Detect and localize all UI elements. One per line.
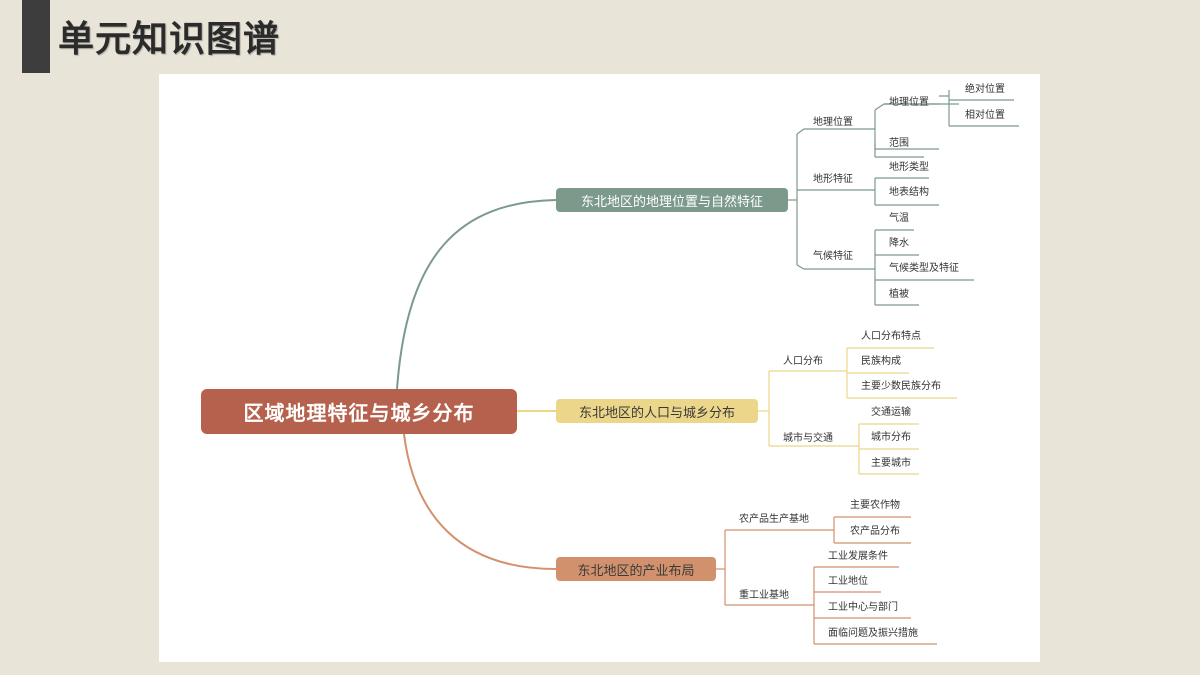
item-industry-conditions[interactable]: 工业发展条件 — [828, 551, 888, 562]
mindmap-connectors — [396, 90, 1019, 645]
item-climate-type[interactable]: 气候类型及特征 — [889, 263, 959, 274]
branch-population[interactable]: 东北地区的人口与城乡分布 — [556, 399, 758, 423]
item-surface-structure[interactable]: 地表结构 — [889, 187, 929, 198]
sub-absolute-location[interactable]: 绝对位置 — [965, 84, 1005, 95]
item-transportation[interactable]: 交通运输 — [871, 407, 911, 418]
item-agri-distribution[interactable]: 农产品分布 — [850, 526, 900, 537]
group-agricultural-base[interactable]: 农产品生产基地 — [739, 514, 809, 525]
group-population-distribution[interactable]: 人口分布 — [783, 356, 823, 367]
item-location[interactable]: 地理位置 — [889, 97, 929, 108]
item-precipitation[interactable]: 降水 — [889, 238, 909, 249]
item-range[interactable]: 范围 — [889, 138, 909, 149]
item-problems-revitalization[interactable]: 面临问题及振兴措施 — [828, 628, 918, 639]
mindmap-root[interactable]: 区域地理特征与城乡分布 — [201, 389, 517, 434]
item-main-crops[interactable]: 主要农作物 — [850, 500, 900, 511]
item-terrain-type[interactable]: 地形类型 — [889, 162, 929, 173]
item-industry-centers[interactable]: 工业中心与部门 — [828, 602, 898, 613]
group-cities-transport[interactable]: 城市与交通 — [783, 433, 833, 444]
page-title: 单元知识图谱 — [58, 19, 281, 60]
item-ethnic-composition[interactable]: 民族构成 — [861, 356, 901, 367]
group-climate[interactable]: 气候特征 — [813, 251, 853, 262]
item-vegetation[interactable]: 植被 — [889, 289, 909, 300]
branch-nature[interactable]: 东北地区的地理位置与自然特征 — [556, 188, 788, 212]
branch-industry[interactable]: 东北地区的产业布局 — [556, 557, 716, 581]
item-temperature[interactable]: 气温 — [889, 213, 909, 224]
group-heavy-industry[interactable]: 重工业基地 — [739, 590, 789, 601]
item-population-features[interactable]: 人口分布特点 — [861, 331, 921, 342]
item-industry-status[interactable]: 工业地位 — [828, 576, 868, 587]
item-city-distribution[interactable]: 城市分布 — [871, 432, 911, 443]
group-location[interactable]: 地理位置 — [813, 117, 853, 128]
sub-relative-location[interactable]: 相对位置 — [965, 110, 1005, 121]
item-minority-distribution[interactable]: 主要少数民族分布 — [861, 381, 941, 392]
group-terrain[interactable]: 地形特征 — [813, 174, 853, 185]
item-major-cities[interactable]: 主要城市 — [871, 458, 911, 469]
title-accent-bar — [22, 0, 50, 73]
mindmap-canvas: 区域地理特征与城乡分布 东北地区的地理位置与自然特征 东北地区的人口与城乡分布 … — [159, 74, 1040, 662]
